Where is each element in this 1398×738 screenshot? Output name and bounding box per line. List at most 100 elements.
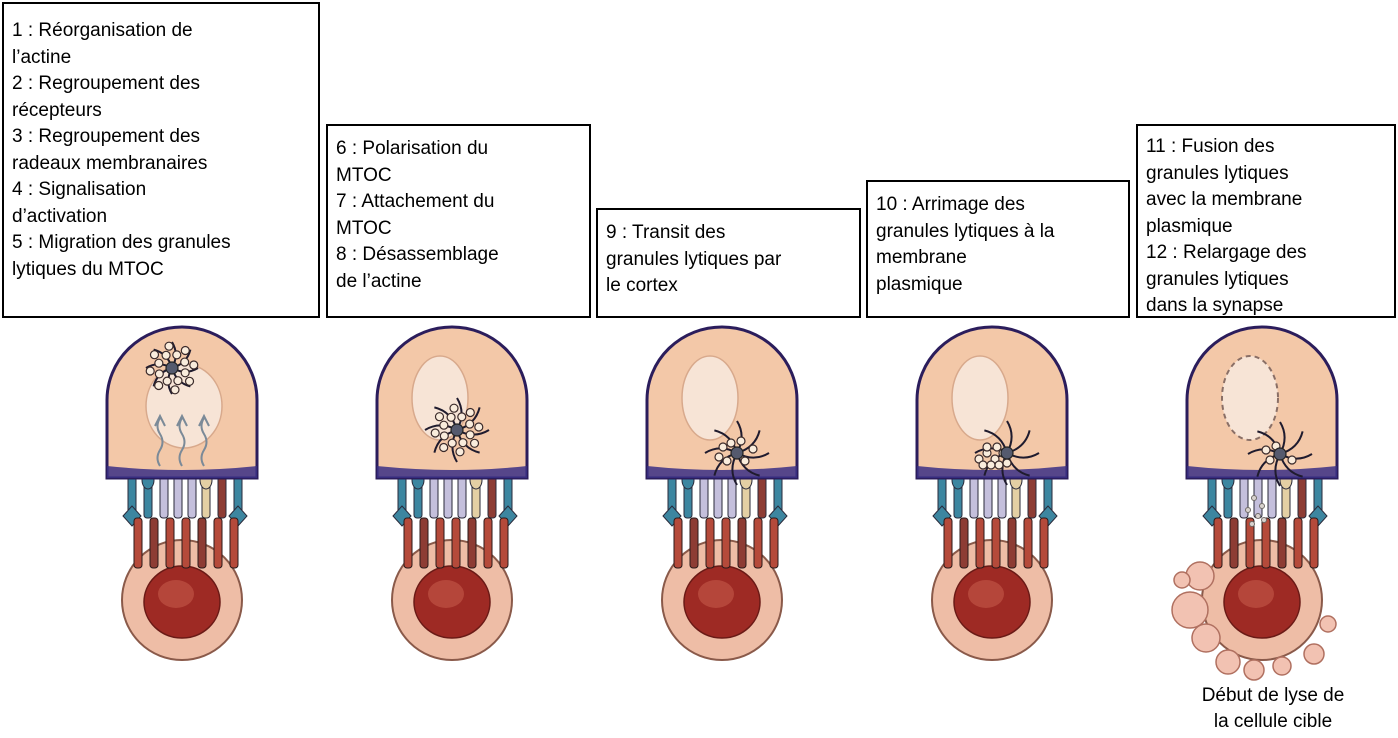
released-granule xyxy=(1250,522,1255,527)
released-granule xyxy=(1260,504,1265,509)
lytic-granule xyxy=(181,358,189,366)
lytic-granule xyxy=(190,361,198,369)
apoptotic-bleb xyxy=(1216,650,1240,674)
mtoc xyxy=(1274,448,1286,460)
ligand xyxy=(976,518,984,568)
step-line: granules lytiques à la xyxy=(876,219,1124,246)
ligand xyxy=(992,518,1000,568)
lytic-granule xyxy=(1262,446,1270,454)
receptor xyxy=(430,476,438,518)
ligand xyxy=(706,518,714,568)
ligand xyxy=(198,518,206,568)
mtoc xyxy=(451,424,463,436)
apoptotic-bleb xyxy=(1174,572,1190,588)
lytic-granule xyxy=(993,443,1001,451)
step-line: 2 : Regroupement des xyxy=(12,71,314,98)
apoptotic-bleb xyxy=(1172,592,1208,628)
synapse-stage-1 xyxy=(107,327,257,660)
apoptotic-bleb xyxy=(1186,562,1214,590)
step-line: 12 : Relargage des xyxy=(1146,240,1390,267)
lytic-granule xyxy=(466,420,474,428)
step-box-2: 6 : Polarisation du MTOC 7 : Attachement… xyxy=(326,124,591,318)
step-line: le cortex xyxy=(606,273,855,300)
step-line: lytiques du MTOC xyxy=(12,257,314,284)
ligand xyxy=(1024,518,1032,568)
caption-line: Début de lyse de xyxy=(1168,683,1378,709)
receptor xyxy=(160,476,168,518)
lytic-granule xyxy=(727,439,735,447)
mtoc xyxy=(1001,447,1013,459)
ligand xyxy=(404,518,412,568)
step-box-3: 9 : Transit des granules lytiques par le… xyxy=(596,208,861,318)
target-nucleus-highlight xyxy=(158,580,194,608)
step-box-5: 11 : Fusion des granules lytiques avec l… xyxy=(1136,124,1396,318)
ligand xyxy=(960,518,968,568)
ligand xyxy=(484,518,492,568)
receptor xyxy=(458,476,466,518)
receptor xyxy=(218,476,226,518)
step-line: d’activation xyxy=(12,204,314,231)
synapse-stage-4 xyxy=(917,327,1067,660)
lytic-granule xyxy=(466,431,474,439)
lytic-granule xyxy=(181,346,189,354)
ligand xyxy=(690,518,698,568)
lytic-granule xyxy=(431,429,439,437)
step-box-1-text: 1 : Réorganisation de l’actine 2 : Regro… xyxy=(12,18,314,283)
step-line: 1 : Réorganisation de xyxy=(12,18,314,45)
lytic-granule xyxy=(715,453,723,461)
lytic-granule xyxy=(155,359,163,367)
lytic-granule xyxy=(163,377,171,385)
step-line: 3 : Regroupement des xyxy=(12,124,314,151)
step-box-5-text: 11 : Fusion des granules lytiques avec l… xyxy=(1146,134,1390,320)
synapse-stage-5 xyxy=(1172,327,1337,680)
lytic-granule xyxy=(440,444,448,452)
lytic-granule xyxy=(435,413,443,421)
lytic-granule xyxy=(186,377,194,385)
lytic-granule xyxy=(165,342,173,350)
apoptotic-bleb xyxy=(1304,644,1324,664)
lytic-granule xyxy=(983,443,991,451)
ligand xyxy=(500,518,508,568)
nucleus xyxy=(952,356,1008,440)
synapse-stage-2 xyxy=(377,327,527,660)
lytic-granule xyxy=(466,408,474,416)
lytic-granule xyxy=(737,437,745,445)
lytic-granule xyxy=(458,413,466,421)
ligand xyxy=(436,518,444,568)
lysis-caption: Début de lyse de la cellule cible xyxy=(1168,683,1378,735)
step-box-2-text: 6 : Polarisation du MTOC 7 : Attachement… xyxy=(336,136,585,295)
step-line: granules lytiques xyxy=(1146,161,1390,188)
step-line: MTOC xyxy=(336,163,585,190)
ligand xyxy=(1262,518,1270,568)
ligand xyxy=(1230,518,1238,568)
released-granule xyxy=(1262,518,1267,523)
synapse-stage-3 xyxy=(647,327,797,660)
lytic-granule xyxy=(995,461,1003,469)
apoptotic-bleb xyxy=(1192,624,1220,652)
step-line: 11 : Fusion des xyxy=(1146,134,1390,161)
ligand xyxy=(214,518,222,568)
lytic-granule xyxy=(723,457,731,465)
receptor xyxy=(714,476,722,518)
ligand xyxy=(468,518,476,568)
step-line: 7 : Attachement du xyxy=(336,189,585,216)
step-line: radeaux membranaires xyxy=(12,151,314,178)
step-line: granules lytiques par xyxy=(606,247,855,274)
ligand xyxy=(944,518,952,568)
ligand xyxy=(1294,518,1302,568)
receptor xyxy=(1298,476,1306,518)
apoptotic-bleb xyxy=(1320,616,1336,632)
ligand xyxy=(722,518,730,568)
target-nucleus-highlight xyxy=(968,580,1004,608)
lytic-granule xyxy=(749,445,757,453)
lytic-granule xyxy=(150,351,158,359)
step-line: granules lytiques xyxy=(1146,267,1390,294)
step-line: membrane xyxy=(876,245,1124,272)
step-box-3-text: 9 : Transit des granules lytiques par le… xyxy=(606,220,855,300)
lytic-granule xyxy=(146,367,154,375)
step-box-4-text: 10 : Arrimage des granules lytiques à la… xyxy=(876,192,1124,298)
lytic-granule xyxy=(475,423,483,431)
apoptotic-bleb xyxy=(1273,657,1291,675)
released-granule xyxy=(1246,508,1251,513)
step-line: MTOC xyxy=(336,216,585,243)
